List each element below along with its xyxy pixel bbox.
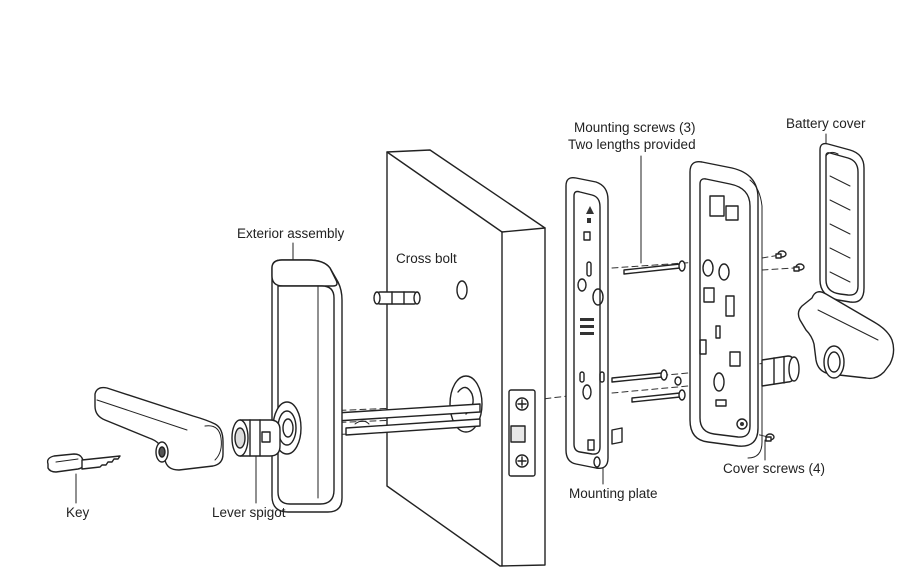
- cover-screw-3: [766, 434, 774, 441]
- cover-screw-1: [776, 251, 786, 258]
- label-lever-spigot: Lever spigot: [212, 505, 286, 520]
- label-mounting-screws-line2: Two lengths provided: [568, 137, 696, 152]
- latch-bolt: [511, 426, 525, 442]
- label-battery-cover: Battery cover: [786, 116, 866, 131]
- faceplate-screw-bottom: [516, 455, 528, 467]
- exterior-assembly: [272, 260, 342, 512]
- label-mounting-plate: Mounting plate: [569, 486, 658, 501]
- label-cover-screws: Cover screws (4): [723, 461, 826, 476]
- label-mounting-screws-line1: Mounting screws (3): [574, 120, 696, 135]
- faceplate-screw-top: [516, 398, 528, 410]
- label-key: Key: [66, 505, 90, 520]
- key: [48, 454, 120, 472]
- lever-spigot: [232, 420, 280, 456]
- door-bore-hole: [450, 376, 482, 432]
- cover-screw-2: [794, 264, 804, 271]
- label-cross-bolt: Cross bolt: [396, 251, 457, 266]
- cross-bolt: [374, 292, 420, 304]
- cover-screw-hole: [737, 419, 747, 429]
- mounting-screws: [612, 261, 685, 402]
- interior-lever: [798, 292, 893, 379]
- door-slab: [355, 150, 545, 566]
- interior-assembly: [690, 162, 799, 458]
- spindle: [336, 404, 480, 435]
- mounting-plate: [566, 178, 622, 469]
- battery-cover: [820, 144, 864, 303]
- cover-screws: [766, 251, 804, 441]
- label-exterior-assembly: Exterior assembly: [237, 226, 345, 241]
- exterior-lever: [95, 388, 223, 470]
